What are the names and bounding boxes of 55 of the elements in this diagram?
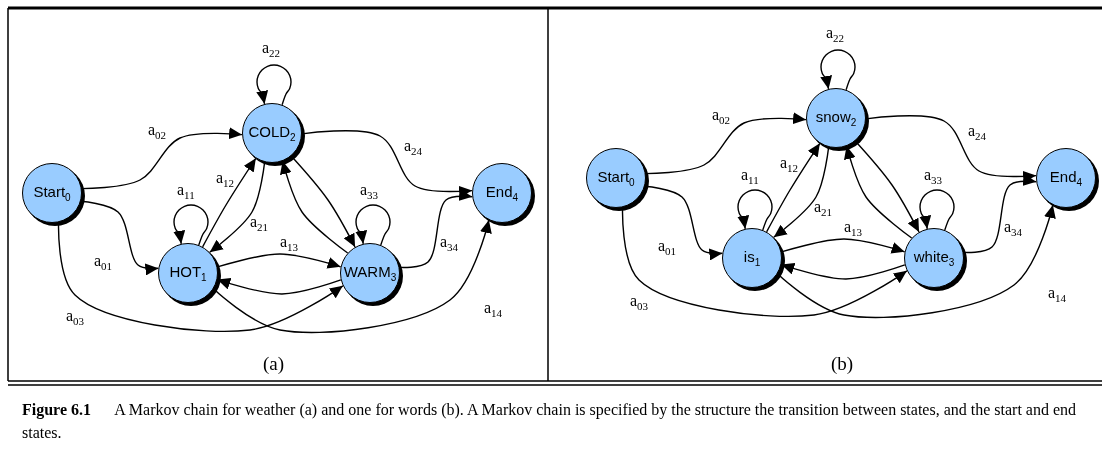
state-label: COLD$_{2}$ (248, 123, 296, 143)
edge-label: a$_{13}$ (280, 234, 299, 254)
edge-label: a$_{01}$ (94, 253, 113, 273)
edge-label: a$_{03}$ (66, 308, 85, 328)
state-circle (472, 163, 532, 223)
edge-label: a$_{12}$ (780, 155, 799, 175)
edge-label: a$_{03}$ (630, 293, 649, 313)
figure-caption: Figure 6.1 A Markov chain for weather (a) and one for words (b). A Markov chain is specified by the structure the transition between states, and the start and end states. (22, 400, 1078, 443)
edge-label: a$_{24}$ (968, 123, 987, 143)
state-label: white$_{3}$ (913, 248, 955, 268)
state-label: End$_{4}$ (1049, 168, 1083, 188)
edge-label: a$_{02}$ (148, 122, 167, 142)
edge-label: a$_{33}$ (924, 167, 943, 187)
edge-label: a$_{14}$ (1048, 285, 1067, 305)
state-label: Start$_{0}$ (33, 183, 71, 203)
edge-label: a$_{11}$ (177, 182, 195, 202)
self-loop-arrow (737, 189, 773, 231)
self-loop-arrow (355, 204, 391, 246)
state-label: is$_{1}$ (743, 248, 761, 268)
state-label: WARM$_{3}$ (343, 263, 397, 283)
state-label: End$_{4}$ (485, 183, 519, 203)
state-circle (722, 228, 782, 288)
state-circle (242, 103, 302, 163)
state-circle (22, 163, 82, 223)
panel-label: (b) (831, 353, 854, 375)
panel-label: (a) (263, 353, 285, 375)
edge-label: a$_{22}$ (826, 25, 845, 45)
state-circle (1036, 148, 1096, 208)
transition-arrow (765, 142, 821, 233)
state-circle (806, 88, 866, 148)
self-loop-arrow (919, 189, 955, 231)
edge-label: a$_{21}$ (250, 214, 269, 234)
edge-label: a$_{24}$ (404, 138, 423, 158)
edge-label: a$_{34}$ (440, 234, 459, 254)
self-loop-arrow (820, 49, 856, 91)
state-circle (904, 228, 964, 288)
self-loop-arrow (256, 64, 292, 106)
state-label: snow$_{2}$ (815, 108, 857, 128)
edge-label: a$_{14}$ (484, 300, 503, 320)
transition-arrow (201, 157, 257, 248)
edge-label: a$_{34}$ (1004, 219, 1023, 239)
edge-label: a$_{11}$ (741, 167, 759, 187)
edge-label: a$_{33}$ (360, 182, 379, 202)
self-loop-arrow (173, 204, 209, 246)
edge-label: a$_{02}$ (712, 107, 731, 127)
state-label: Start$_{0}$ (597, 168, 635, 188)
edge-label: a$_{21}$ (814, 199, 833, 219)
state-circle (586, 148, 646, 208)
edge-label: a$_{13}$ (844, 219, 863, 239)
edge-label: a$_{12}$ (216, 170, 235, 190)
state-circle (340, 243, 400, 303)
state-circle (158, 243, 218, 303)
edge-label: a$_{01}$ (658, 238, 677, 258)
edge-label: a$_{22}$ (262, 40, 281, 60)
state-label: HOT$_{1}$ (169, 263, 207, 283)
